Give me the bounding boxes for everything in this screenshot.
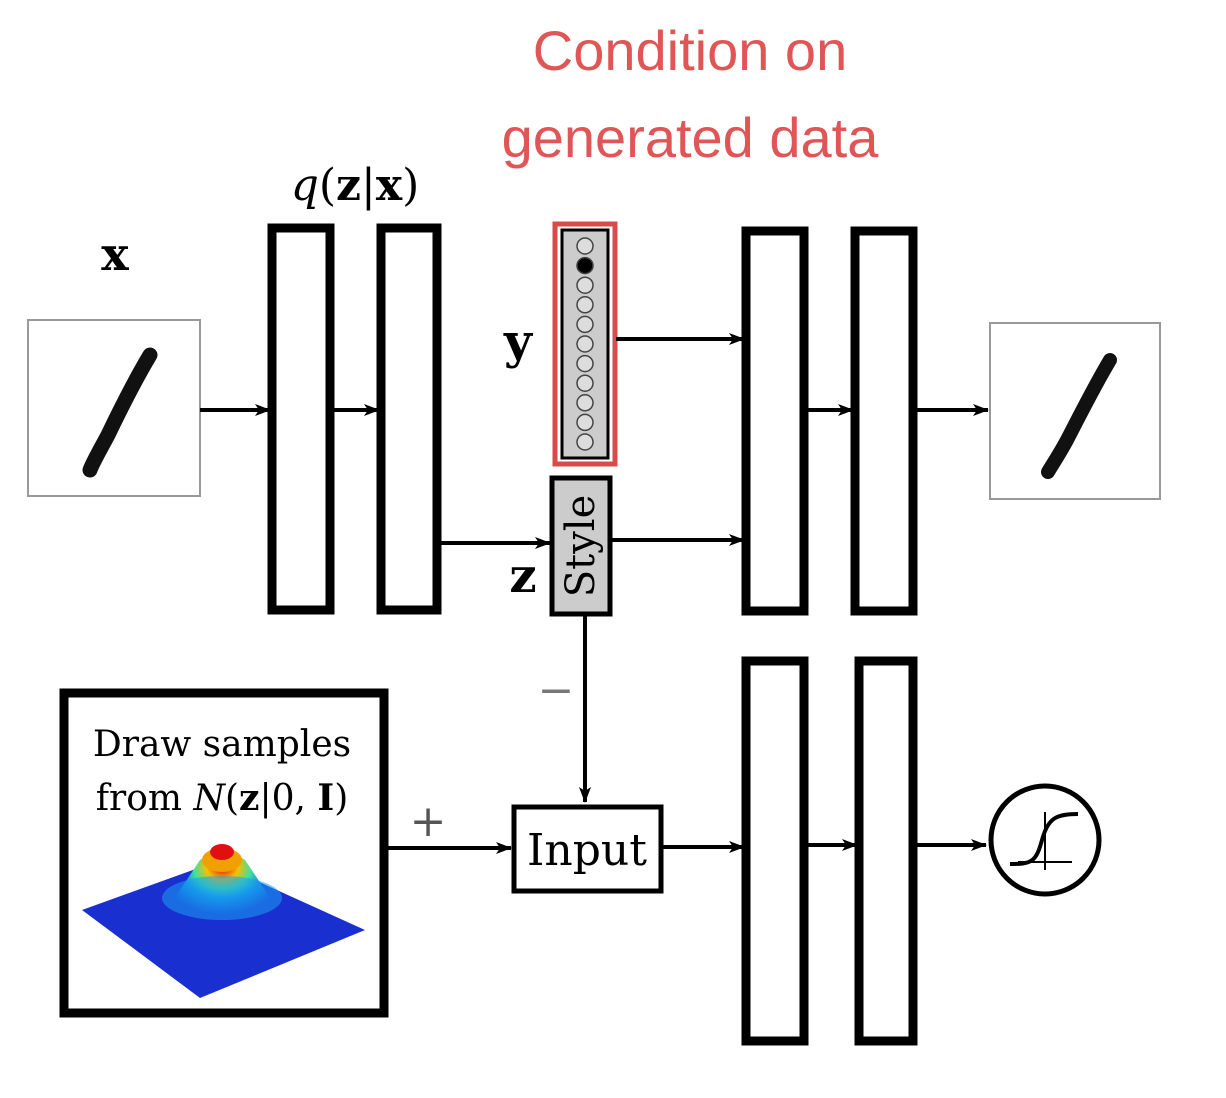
prior-text-line-1: Draw samples bbox=[93, 724, 351, 765]
z-label: z bbox=[509, 548, 536, 604]
one-hot-dot bbox=[576, 394, 594, 412]
gaussian-surface-plot bbox=[82, 844, 365, 998]
discriminator-layer-2 bbox=[854, 656, 918, 1046]
one-hot-dot bbox=[576, 315, 594, 334]
encoder-label: q(z|x) bbox=[291, 160, 420, 211]
decoder-layer-2 bbox=[850, 226, 918, 616]
one-hot-dot bbox=[576, 276, 594, 294]
discriminator-layer-1 bbox=[741, 656, 809, 1046]
encoder-layer-2 bbox=[376, 223, 442, 615]
encoder-label-q: q bbox=[291, 160, 319, 211]
encoder-label-bar: | bbox=[361, 160, 376, 211]
one-hot-dot bbox=[576, 296, 594, 314]
encoder-label-z: z bbox=[336, 160, 361, 211]
encoder-layer-1 bbox=[267, 223, 335, 615]
caption-line-1: Condition on bbox=[533, 19, 847, 82]
style-latent-box: Style bbox=[549, 475, 613, 617]
prior-text-I: I bbox=[317, 777, 334, 819]
one-hot-dot bbox=[576, 374, 594, 392]
label-y-vector bbox=[552, 221, 618, 467]
discriminator-input-box: Input bbox=[511, 804, 664, 894]
prior-text-line-2: from N(z|0, I) bbox=[96, 777, 349, 819]
prior-text-N: N bbox=[192, 778, 226, 819]
one-hot-dot bbox=[576, 413, 594, 432]
prior-text-from: from bbox=[96, 778, 194, 819]
one-hot-dot bbox=[576, 354, 594, 373]
one-hot-dot bbox=[576, 237, 594, 255]
one-hot-dot bbox=[576, 433, 594, 451]
sigmoid-output-icon bbox=[988, 783, 1102, 897]
y-label: y bbox=[503, 314, 534, 370]
style-label: Style bbox=[558, 495, 604, 598]
plus-sign: + bbox=[410, 796, 447, 847]
one-hot-dots bbox=[576, 237, 594, 451]
prior-text-z: z bbox=[239, 777, 259, 819]
caption-line-2: generated data bbox=[502, 106, 880, 169]
input-box-label: Input bbox=[527, 825, 647, 876]
encoder-label-x: x bbox=[376, 160, 403, 211]
one-hot-dot bbox=[576, 335, 594, 353]
one-hot-dot-active bbox=[576, 256, 594, 275]
decoder-layer-1 bbox=[741, 226, 809, 616]
output-digit-image bbox=[989, 322, 1161, 500]
minus-sign: − bbox=[538, 665, 575, 716]
prior-text-rest: |0, bbox=[259, 778, 317, 819]
prior-sampling-box: Draw samples from N(z|0, I) bbox=[59, 688, 389, 1018]
input-x-label: x bbox=[101, 227, 129, 281]
input-digit-image bbox=[27, 319, 201, 497]
